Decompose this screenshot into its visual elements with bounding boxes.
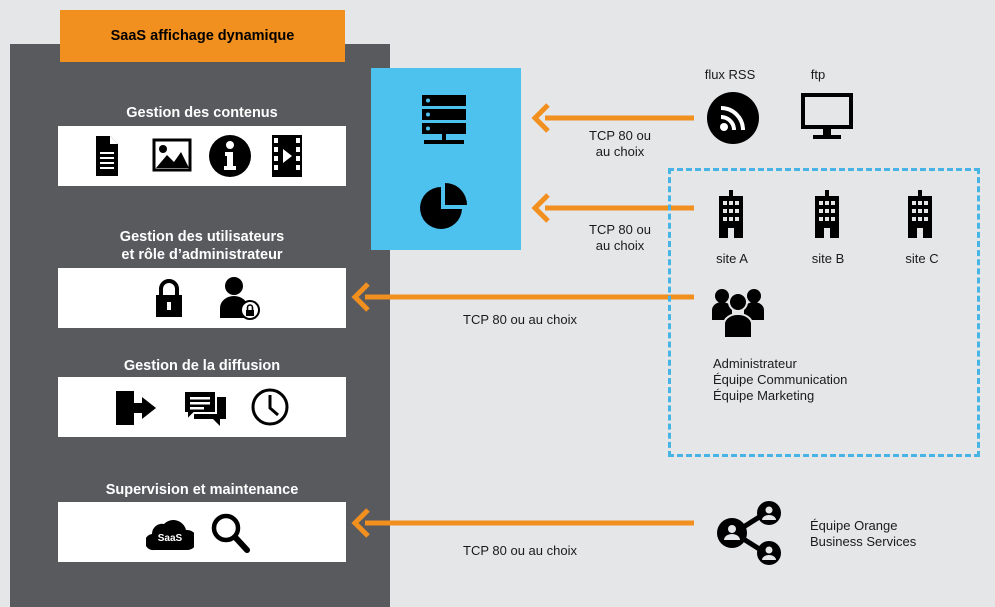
link-label-top: TCP 80 ou au choix — [565, 128, 675, 160]
site-c-label: site C — [905, 251, 939, 266]
content-management-title: Gestion des contenus — [126, 105, 278, 121]
site-a-label: site A — [716, 251, 748, 266]
link-label-mid: TCP 80 ou au choix — [565, 222, 675, 254]
broadcast-management-title: Gestion de la diffusion — [123, 358, 281, 374]
orange-team-line1: Équipe Orange — [810, 518, 898, 533]
ftp-label: ftp — [810, 67, 826, 82]
team-communication: Équipe Communication — [713, 372, 848, 387]
building-b-icon — [815, 190, 839, 238]
teams-list: Administrateur Équipe Communication Équi… — [713, 356, 913, 404]
link-label-top-line1: TCP 80 ou — [589, 128, 651, 143]
user-management-title-line1: Gestion des utilisateurs — [119, 229, 285, 245]
orange-team-line2: Business Services — [810, 534, 917, 549]
content-management-box — [58, 126, 346, 186]
user-management-title-line2: et rôle d’administrateur — [121, 247, 283, 263]
link-label-orange: TCP 80 ou au choix — [463, 543, 577, 558]
building-c-icon — [908, 190, 932, 238]
user-management-title: Gestion des utilisateurs et rôle d’admin… — [58, 228, 346, 264]
clock-icon — [251, 388, 289, 426]
platform-box — [371, 68, 521, 250]
monitor-icon — [801, 93, 853, 139]
rss-label: flux RSS — [704, 67, 756, 82]
network-share-icon — [717, 501, 781, 565]
rss-icon — [707, 92, 759, 144]
link-label-users: TCP 80 ou au choix — [463, 312, 577, 327]
site-b-label: site B — [811, 251, 845, 266]
supervision-box: SaaS — [58, 502, 346, 562]
link-label-mid-line1: TCP 80 ou — [589, 222, 651, 237]
saas-badge-label: SaaS — [157, 533, 183, 544]
image-icon — [152, 138, 192, 172]
padlock-icon — [156, 279, 182, 317]
admin-user-icon — [220, 277, 260, 320]
document-icon — [96, 136, 118, 176]
info-icon — [209, 135, 251, 177]
client-sites-group — [668, 168, 980, 457]
team-admin: Administrateur — [713, 356, 797, 371]
exit-door-icon — [116, 391, 156, 425]
saas-title: SaaS affichage dynamique — [60, 10, 345, 62]
user-management-box — [58, 268, 346, 328]
supervision-title: Supervision et maintenance — [105, 482, 299, 498]
orange-team-label: Équipe Orange Business Services — [810, 518, 980, 550]
saas-cloud-icon: SaaS — [146, 516, 194, 552]
link-label-mid-line2: au choix — [595, 238, 645, 253]
building-a-icon — [719, 190, 743, 238]
user-group-icon — [712, 289, 764, 338]
broadcast-management-box — [58, 377, 346, 437]
search-icon — [211, 513, 250, 553]
pie-chart-icon — [420, 183, 467, 229]
chat-bubbles-icon — [183, 390, 226, 426]
video-icon — [272, 135, 302, 177]
link-label-top-line2: au choix — [595, 144, 645, 159]
team-marketing: Équipe Marketing — [713, 388, 815, 403]
server-icon — [422, 95, 466, 144]
